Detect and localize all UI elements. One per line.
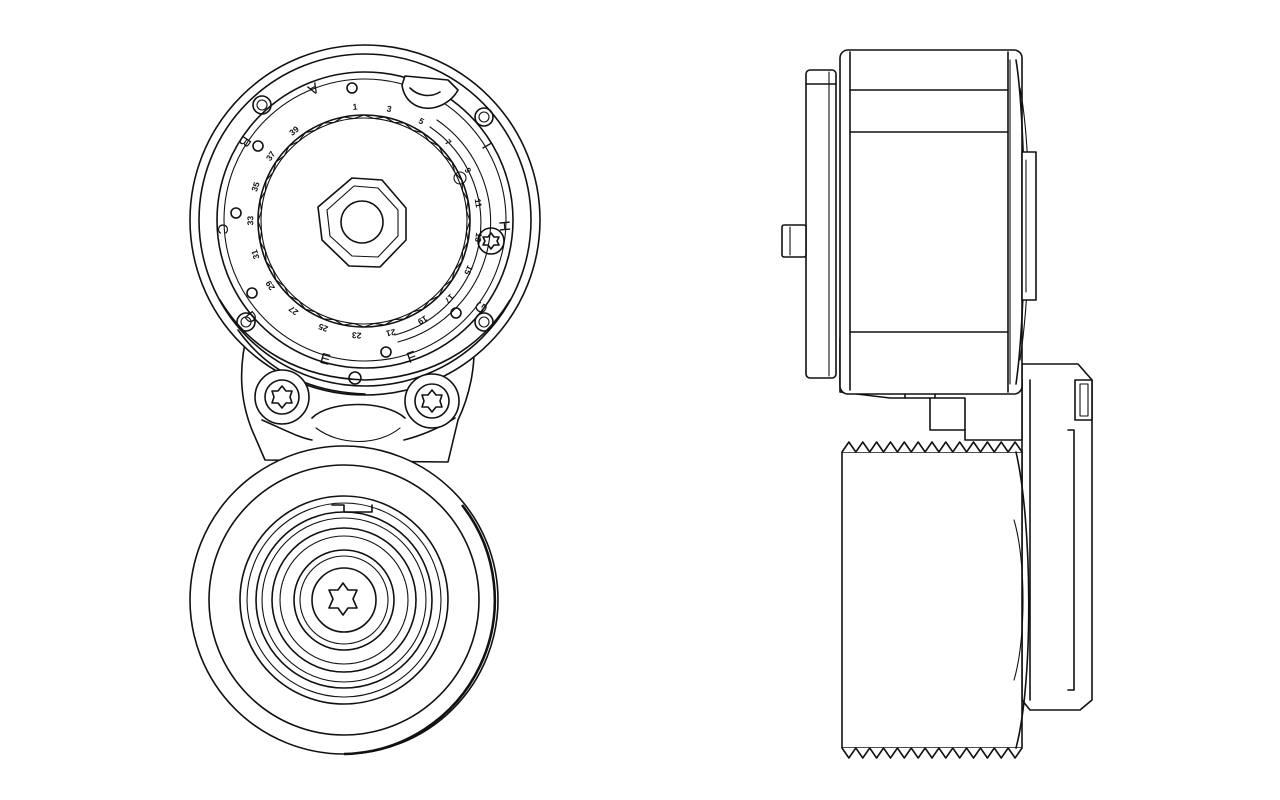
dial-number-7: 7 [443,137,454,148]
housing-pin [348,371,362,385]
dial-letter-e: E [318,350,332,369]
side-view [781,49,1093,759]
dial-number-23: 23 [351,330,361,341]
dial-number-21: 21 [385,327,397,339]
dial-number-25: 25 [317,321,330,334]
side-dial-plate [781,69,837,379]
center-hub [257,114,471,328]
dial-number-11: 11 [473,198,484,209]
dial-number-5: 5 [417,116,426,127]
scale-arc [394,119,492,343]
dial-number-9: 9 [462,166,473,175]
dial-number-19: 19 [416,313,429,327]
idler-pulley [189,445,499,756]
side-belt-pulley [841,441,1030,759]
side-housing [839,49,1037,395]
lever-arm [1021,363,1093,711]
dial-number-3: 3 [386,103,393,114]
torx-bolt-icon [328,582,358,616]
dial-number-33: 33 [245,216,255,226]
dial-number-15: 15 [462,264,475,277]
arm-bolt-right [404,373,460,429]
hub-knurl-edge [257,114,471,328]
pulley-teeth-bottom [841,747,1023,759]
arm-bolt-left [254,369,310,425]
dial-number-31: 31 [249,248,261,260]
hub-spring-marker [453,171,467,185]
dial-number-1: 1 [352,101,358,111]
dial-letter-c: C [214,224,231,235]
pulley-teeth-top [841,441,1023,453]
dial-number-35: 35 [249,180,261,192]
dial-letter-h: H [497,220,515,232]
dial-number-13: 13 [473,232,484,243]
